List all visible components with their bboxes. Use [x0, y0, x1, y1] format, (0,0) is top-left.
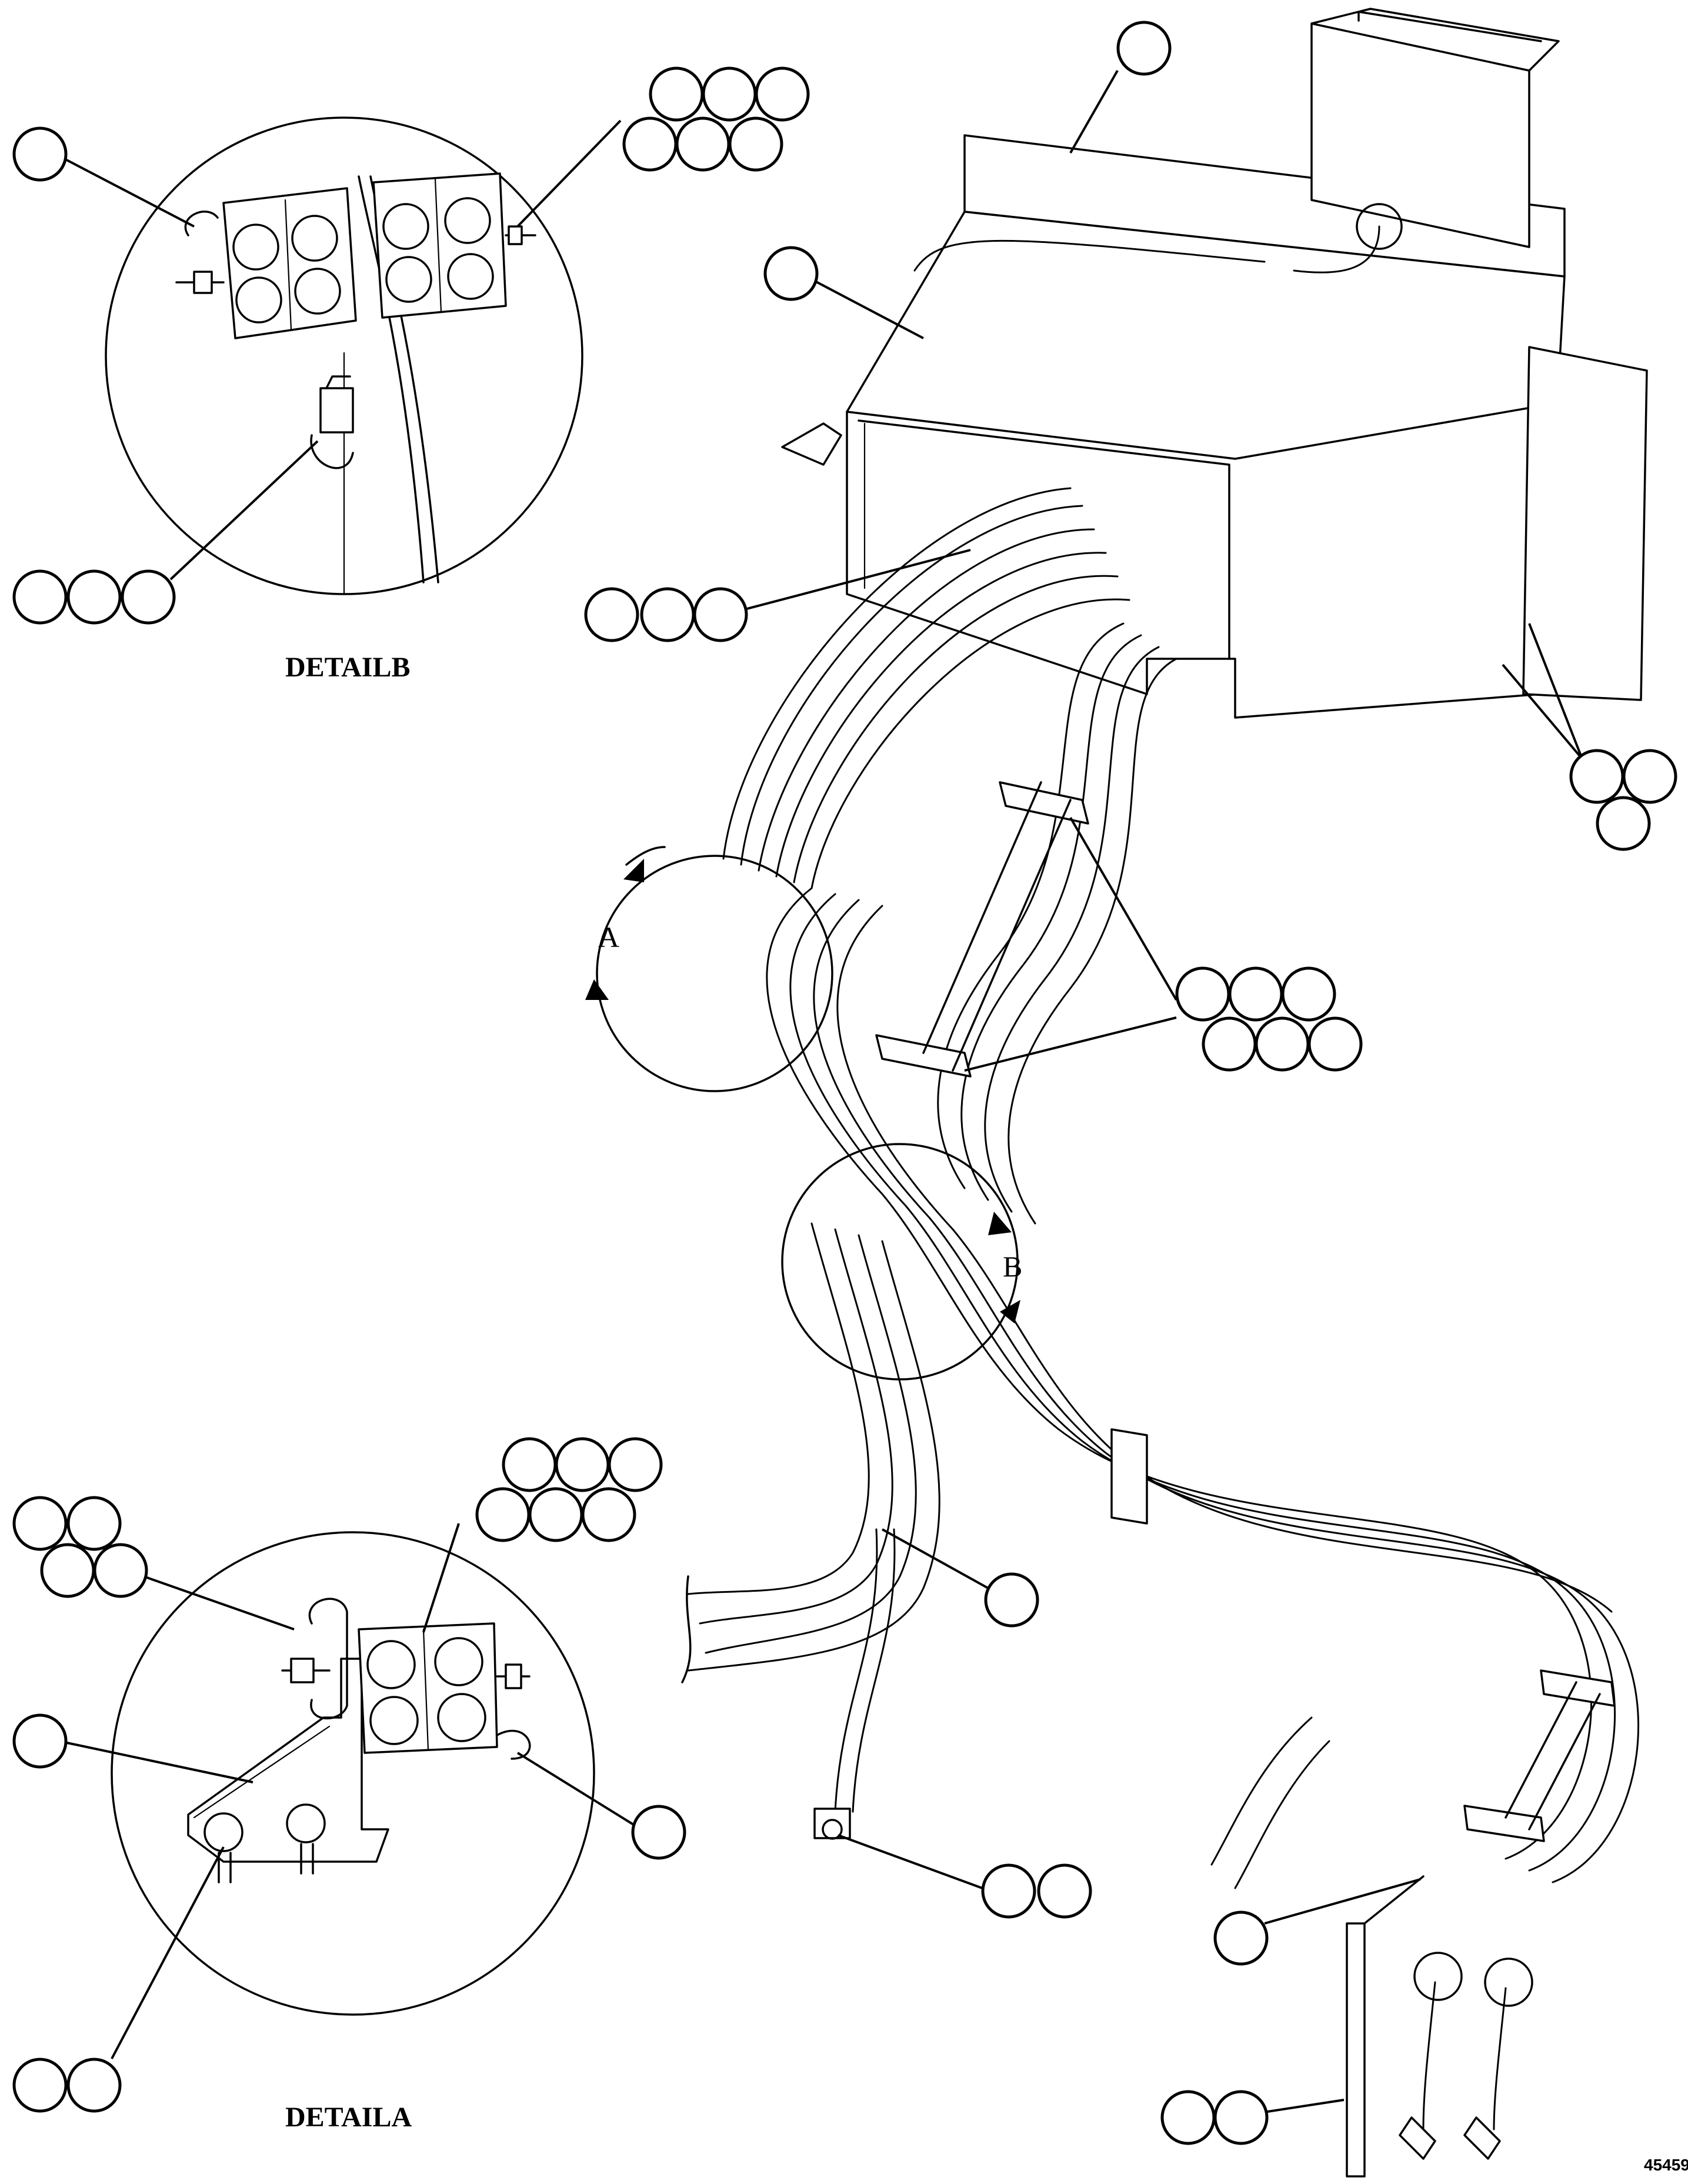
callout-detail-a-block	[475, 1437, 663, 1542]
detail-b-left-block	[222, 187, 357, 339]
bundle-lower	[766, 887, 1640, 1883]
detail-b-title: DETAILB	[285, 652, 411, 683]
detail-a-foot-bolts	[204, 1803, 326, 1883]
break-line	[681, 1575, 692, 1683]
callout-box-top-lid	[1116, 21, 1172, 76]
callout-clamp-row-upper	[584, 587, 748, 642]
clamp-bar-mid	[875, 781, 1089, 1078]
view-arrow-a-head	[623, 859, 644, 882]
detail-b-bolt-left	[175, 211, 225, 294]
view-circle-b: B	[781, 1143, 1022, 1381]
callout-box-mount-nuts	[1569, 749, 1677, 851]
bundle-cut-left	[681, 1222, 940, 1683]
callouts	[12, 21, 1677, 2145]
view-label-a: A	[598, 921, 619, 953]
detail-a-title: DETAILA	[285, 2102, 412, 2133]
connector-left	[781, 422, 842, 466]
view-arrow-b-head	[988, 1212, 1012, 1235]
callout-clamp-row-mid	[1175, 966, 1363, 1072]
callout-bracket-lower-right	[1213, 1910, 1269, 1966]
detail-a: DETAILA	[111, 1531, 595, 2133]
terminals-right	[1210, 1716, 1533, 2160]
box-housing	[846, 211, 1566, 719]
callout-detail-b-block	[622, 66, 810, 172]
side-plate	[1522, 346, 1648, 701]
ground-cable	[813, 1528, 896, 1840]
bracket-lower-right	[1346, 1875, 1425, 2178]
top-module	[1310, 22, 1530, 248]
detail-b-right-block	[372, 172, 507, 319]
detail-b-p-clip	[310, 375, 354, 469]
leader-lines	[58, 70, 1583, 2113]
grommet	[1356, 203, 1403, 250]
detail-a-clamp-block	[358, 1622, 498, 1754]
clamp-bar-right	[1463, 1669, 1616, 1842]
callout-detail-b-clip	[12, 126, 68, 182]
ground-lug-terminal	[813, 1808, 851, 1839]
bundle-upper-left	[722, 487, 1130, 889]
callout-cable-p-clamp	[984, 1572, 1039, 1628]
callout-detail-a-bolts	[12, 2058, 122, 2113]
detail-b-strap	[358, 175, 425, 583]
callout-detail-a-bracket	[12, 1713, 68, 1769]
callout-detail-b-bolt	[12, 569, 176, 625]
detail-a-clip-right	[496, 1663, 531, 1760]
view-circle-a: A	[585, 846, 833, 1092]
callout-ground-lug	[981, 1863, 1092, 1919]
callout-box-housing	[763, 246, 819, 301]
callout-bracket-bolts-lower-right	[1160, 2090, 1269, 2145]
detail-b: DETAILB	[105, 116, 583, 683]
detail-a-clip-left	[281, 1598, 348, 1719]
detail-a-circle	[111, 1531, 595, 2016]
view-label-b: B	[1003, 1250, 1022, 1283]
junction-box	[781, 8, 1648, 719]
detail-b-bolt-right	[505, 225, 536, 245]
cable-harness	[681, 487, 1640, 2178]
callout-detail-a-clamp-right	[631, 1805, 686, 1860]
band-clamp	[1110, 1428, 1148, 1525]
callout-detail-a-clip	[12, 1496, 148, 1598]
figure-number: 45459	[1644, 2156, 1688, 2174]
bundle-right	[937, 622, 1177, 1225]
